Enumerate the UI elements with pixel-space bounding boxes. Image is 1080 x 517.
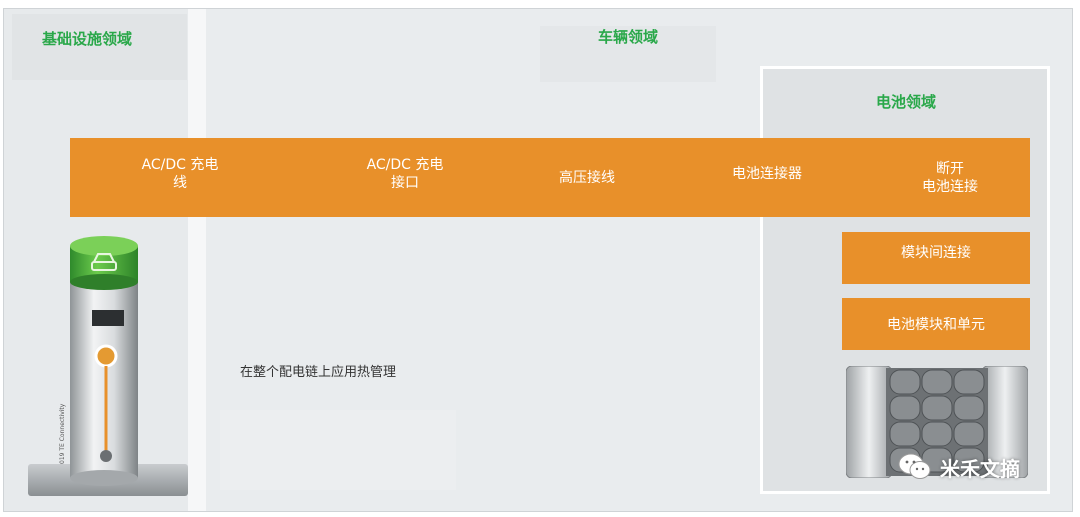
column-divider — [188, 9, 206, 511]
chain-step-charging-cable: AC/DC 充电 线 — [70, 138, 330, 217]
wechat-icon — [898, 453, 931, 479]
thermal-management-note: 在整个配电链上应用热管理 — [240, 365, 397, 380]
battery-item-modules-cells: 电池模块和单元 — [842, 298, 1030, 350]
chain-step-label: 电池连接器 — [732, 165, 802, 182]
vehicle-domain-label: 车辆领域 — [540, 26, 716, 82]
chain-step-label: AC/DC 充电 线 — [141, 156, 219, 191]
chain-step-label: 高压接线 — [559, 169, 615, 186]
battery-item-label: 电池模块和单元 — [887, 317, 985, 333]
battery-domain-label: 电池领域 — [812, 86, 1000, 116]
battery-item-module-interconnect: 模块间连接 — [842, 232, 1030, 284]
chain-step-battery-connector: 电池连接器 — [662, 138, 872, 217]
chain-step-hv-wiring: 高压接线 — [480, 138, 694, 217]
battery-domain-text: 电池领域 — [875, 92, 936, 111]
infrastructure-domain-label: 基础设施领域 — [12, 14, 187, 80]
chain-step-battery-disconnect: 断开 电池连接 — [840, 138, 1030, 217]
chain-step-charging-inlet: AC/DC 充电 接口 — [298, 138, 512, 217]
vehicle-domain-text: 车辆领域 — [597, 28, 658, 46]
faint-panel — [220, 410, 456, 490]
watermark: 米禾文摘 — [898, 452, 1020, 482]
infrastructure-domain-text: 基础设施领域 — [42, 30, 133, 48]
chain-step-label: 断开 电池连接 — [922, 160, 978, 195]
watermark-text: 米禾文摘 — [940, 456, 1020, 481]
battery-item-label: 模块间连接 — [901, 245, 971, 261]
chain-step-label: AC/DC 充电 接口 — [366, 156, 444, 191]
ev-charging-station-icon: 019 TE Connectivity — [20, 224, 190, 506]
charger-caption: 019 TE Connectivity — [59, 403, 66, 464]
